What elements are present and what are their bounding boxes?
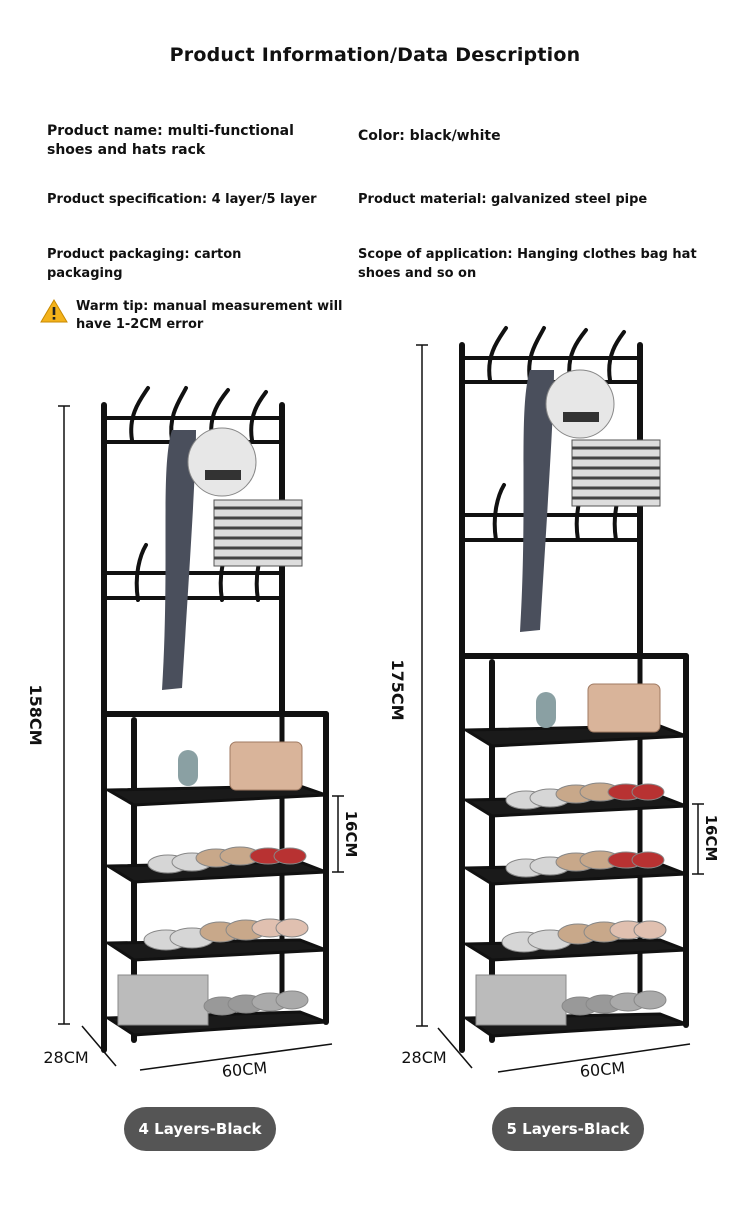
scarf-icon <box>162 430 196 690</box>
left-shelf-gap-label: 16CM <box>342 811 360 858</box>
page-title: Product Information/Data Description <box>169 44 581 66</box>
left-dimensions <box>58 405 344 1071</box>
warning-text: Warm tip: manual measurement will have 1… <box>76 299 343 332</box>
info-scope: Scope of application: Hanging clothes ba… <box>358 247 697 281</box>
shoes-icon <box>117 846 309 1026</box>
warning-icon <box>40 299 68 323</box>
left-width-label: 60CM <box>221 1058 268 1081</box>
left-rack-items <box>117 427 309 1026</box>
handbag-icon <box>587 683 661 733</box>
bottle-icon <box>178 750 198 786</box>
variant-label-5-layers: 5 Layers-Black <box>492 1107 644 1151</box>
bag-icon <box>213 499 303 567</box>
info-specification: Product specification: 4 layer/5 layer <box>47 192 317 207</box>
bag-icon <box>571 439 661 507</box>
handbag-icon <box>229 741 303 791</box>
info-packaging: Product packaging: carton packaging <box>47 247 242 281</box>
right-shelf-gap-label: 16CM <box>702 815 720 862</box>
left-depth-label: 28CM <box>43 1048 88 1067</box>
right-dimensions <box>416 344 704 1073</box>
info-material: Product material: galvanized steel pipe <box>358 192 648 207</box>
info-product-name: Product name: multi-functional shoes and… <box>47 123 294 158</box>
variant-label-4-layers: 4 Layers-Black <box>124 1107 276 1151</box>
shoes-icon <box>475 782 667 1026</box>
right-rack-items <box>475 369 667 1026</box>
bottle-icon <box>536 692 556 728</box>
right-depth-label: 28CM <box>401 1048 446 1067</box>
right-height-label: 175CM <box>388 659 407 720</box>
warning-note: Warm tip: manual measurement will have 1… <box>40 298 376 334</box>
scarf-icon <box>520 370 554 632</box>
info-color: Color: black/white <box>358 128 501 144</box>
right-width-label: 60CM <box>579 1058 626 1081</box>
hat-icon <box>545 369 615 439</box>
left-height-label: 158CM <box>26 684 45 745</box>
hat-icon <box>187 427 257 497</box>
